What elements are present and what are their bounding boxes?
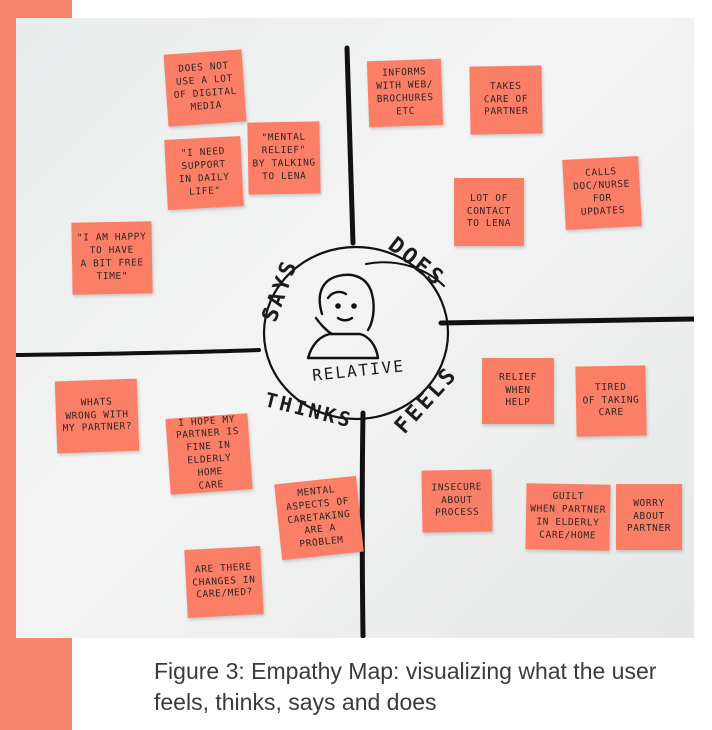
sticky-note: INFORMS WITH WEB/ BROCHURES ETC <box>366 58 444 128</box>
center-circle <box>262 245 450 421</box>
vertical-line-bottom <box>359 410 366 638</box>
sticky-note: RELIEF WHEN HELP <box>482 358 554 424</box>
person-face-sketch-icon <box>306 273 380 360</box>
sticky-note: LOT OF CONTACT TO LENA <box>454 178 524 246</box>
sticky-note: ARE THERE CHANGES IN CARE/MED? <box>184 546 264 618</box>
horizontal-line-right <box>438 316 694 326</box>
sticky-note: WORRY ABOUT PARTNER <box>616 484 682 550</box>
sticky-note: "MENTAL RELIEF" BY TALKING TO LENA <box>247 121 321 195</box>
whiteboard-drawing <box>16 45 694 638</box>
sticky-note: DOES NOT USE A LOT OF DIGITAL MEDIA <box>163 49 247 127</box>
sticky-note: "I NEED SUPPORT IN DAILY LIFE" <box>164 136 244 210</box>
sticky-note: CALLS DOC/NURSE FOR UPDATES <box>562 156 642 230</box>
figure-caption: Figure 3: Empathy Map: visualizing what … <box>154 658 657 715</box>
sticky-note: I HOPE MY PARTNER IS FINE IN ELDERLY HOM… <box>165 413 253 495</box>
horizontal-line-left <box>16 348 261 357</box>
arc-stroke <box>365 261 445 287</box>
empathy-map-photo: SAYS DOES THINKS FEELS RELATIVE DOES NOT… <box>16 18 694 638</box>
sticky-note: GUILT WHEN PARTNER IN ELDERLY CARE/HOME <box>525 483 611 551</box>
sticky-note: MENTAL ASPECTS OF CARETAKING ARE A PROBL… <box>274 475 364 561</box>
sticky-note: INSECURE ABOUT PROCESS <box>421 469 493 533</box>
sticky-note: WHATS WRONG WITH MY PARTNER? <box>54 378 140 454</box>
sticky-note: TAKES CARE OF PARTNER <box>469 65 543 135</box>
sticky-note: "I AM HAPPY TO HAVE A BIT FREE TIME" <box>71 221 153 295</box>
vertical-line-top <box>344 45 356 246</box>
sticky-note: TIRED OF TAKING CARE <box>575 365 647 437</box>
